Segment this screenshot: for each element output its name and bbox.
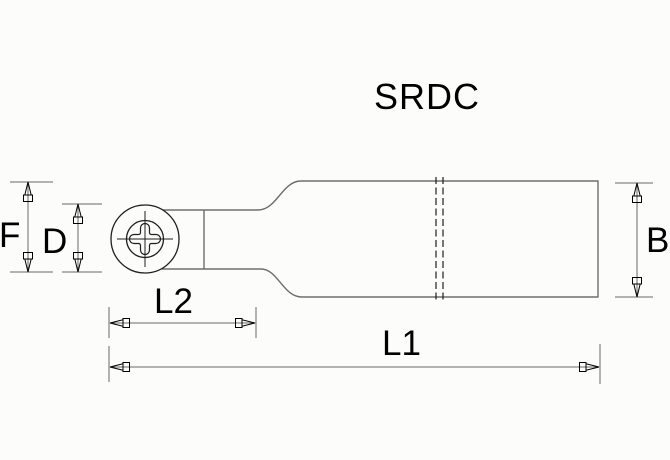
dimension-L2 xyxy=(108,307,257,338)
dimension-D xyxy=(62,203,102,273)
dim-F-label: F xyxy=(0,216,20,255)
dim-D-label: D xyxy=(42,222,67,261)
tool-body-outline xyxy=(162,180,599,298)
dimension-L1 xyxy=(108,344,601,384)
dim-B-label: B xyxy=(646,221,669,260)
dim-L1-label: L1 xyxy=(382,324,421,363)
torx-screw-icon xyxy=(128,222,162,256)
tool-body xyxy=(162,180,599,298)
dim-L2-label: L2 xyxy=(154,282,193,321)
insert-head xyxy=(110,204,180,274)
dimension-F xyxy=(10,181,53,273)
drawing-title: SRDC xyxy=(374,76,480,117)
break-lines xyxy=(435,177,444,301)
